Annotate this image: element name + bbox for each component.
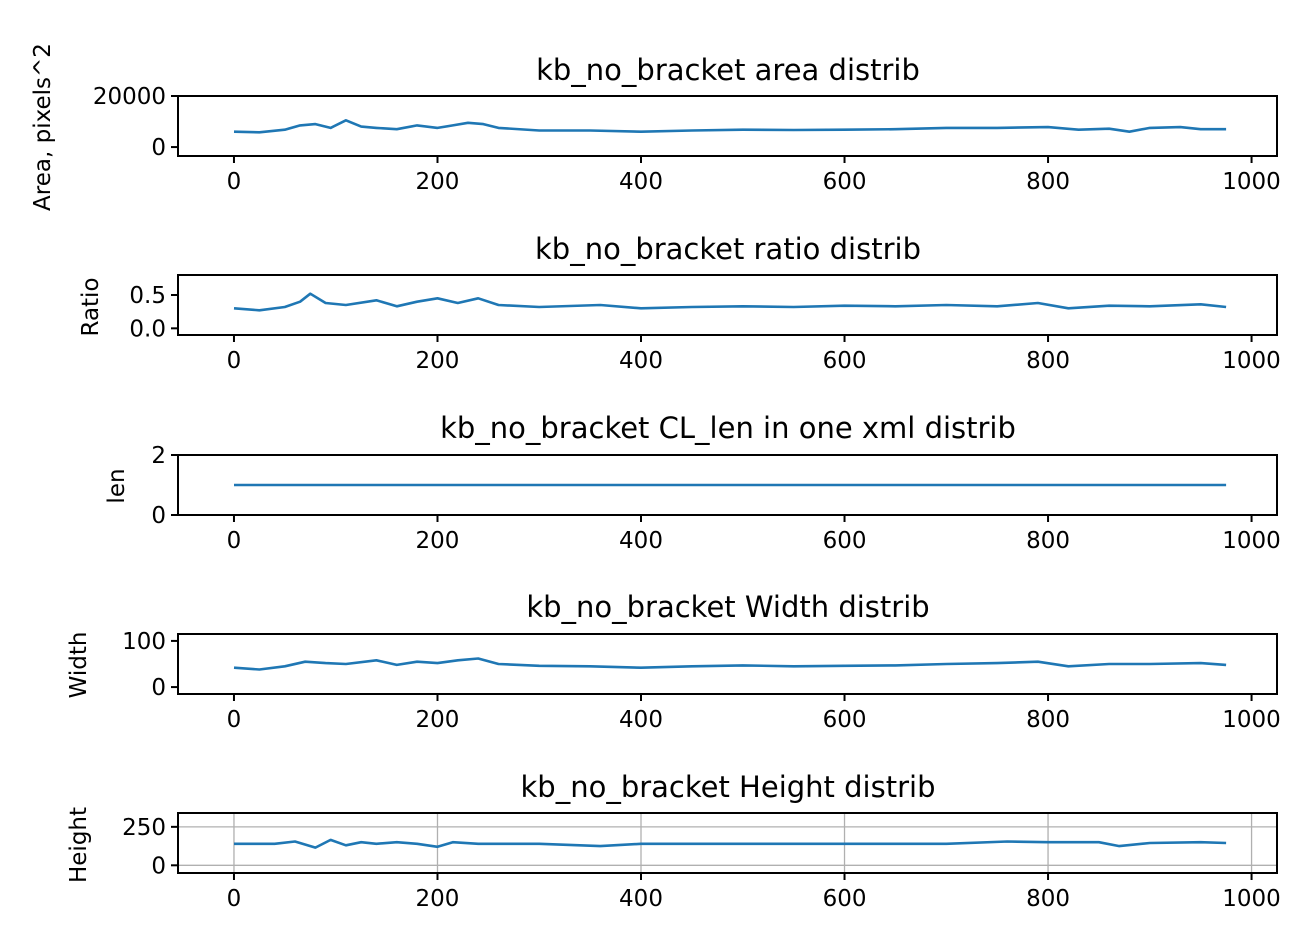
ratio-series-line <box>233 292 1227 312</box>
area-ytick-label-0: 0 <box>151 135 166 161</box>
area-xtick-label-4: 800 <box>1026 169 1070 195</box>
height-axes-frame <box>177 812 1278 874</box>
cl-len-subplot-title: kb_no_bracket CL_len in one xml distrib <box>440 411 1016 445</box>
width-xtick-label-2: 400 <box>619 707 663 733</box>
ratio-axes-frame <box>177 274 1278 336</box>
cl-len-ytick-label-1: 2 <box>151 443 166 469</box>
height-xtick-label-1: 200 <box>416 886 460 912</box>
cl-len-axes-frame <box>177 454 1278 516</box>
width-subplot-ylabel: Width <box>66 632 92 699</box>
width-subplot: kb_no_bracket Width distrib Width 0 200 40… <box>66 590 1281 733</box>
area-ytick-label-1: 20000 <box>93 84 166 110</box>
width-xtick-label-3: 600 <box>823 707 867 733</box>
area-xtick-label-3: 600 <box>823 169 867 195</box>
ratio-xtick-label-3: 600 <box>823 348 867 374</box>
ratio-subplot-title: kb_no_bracket ratio distrib <box>535 232 921 266</box>
height-subplot: kb_no_bracket Height distrib Height 0 200… <box>66 770 1281 912</box>
ratio-ytick-label-0: 0.0 <box>129 316 166 342</box>
cl-len-xtick-label-5: 1000 <box>1222 528 1281 554</box>
width-ytick-label-1: 100 <box>122 629 166 655</box>
area-xtick-label-2: 400 <box>619 169 663 195</box>
ratio-xtick-label-2: 400 <box>619 348 663 374</box>
height-xtick-label-3: 600 <box>823 886 867 912</box>
height-ytick-label-1: 250 <box>122 815 166 841</box>
width-axes-frame <box>177 633 1278 695</box>
width-ytick-label-0: 0 <box>151 675 166 701</box>
width-series-line <box>233 657 1227 671</box>
height-subplot-title: kb_no_bracket Height distrib <box>521 770 936 804</box>
ratio-subplot: kb_no_bracket ratio distrib Ratio 0 200 40… <box>78 232 1281 374</box>
cl-len-xtick-label-1: 200 <box>416 528 460 554</box>
cl-len-ytick-label-0: 0 <box>151 503 166 529</box>
ratio-xtick-label-4: 800 <box>1026 348 1070 374</box>
height-ytick-label-0: 0 <box>151 853 166 879</box>
cl-len-xtick-label-4: 800 <box>1026 528 1070 554</box>
area-axes-frame <box>177 95 1278 157</box>
ratio-ytick-label-1: 0.5 <box>129 283 166 309</box>
ratio-xtick-label-5: 1000 <box>1222 348 1281 374</box>
height-series-line <box>234 838 1227 849</box>
height-xtick-label-4: 800 <box>1026 886 1070 912</box>
width-xtick-label-5: 1000 <box>1222 707 1281 733</box>
cl-len-xtick-label-3: 600 <box>823 528 867 554</box>
width-xtick-label-0: 0 <box>227 707 242 733</box>
area-series-line <box>233 119 1227 134</box>
area-subplot: kb_no_bracket area distrib Area, pixels^… <box>30 43 1281 211</box>
cl-len-xtick-label-2: 400 <box>619 528 663 554</box>
area-subplot-ylabel: Area, pixels^2 <box>30 43 56 211</box>
ratio-subplot-ylabel: Ratio <box>78 277 104 336</box>
cl-len-subplot: kb_no_bracket CL_len in one xml distrib … <box>104 411 1281 554</box>
ratio-xtick-label-0: 0 <box>227 348 242 374</box>
width-xtick-label-1: 200 <box>416 707 460 733</box>
ratio-xtick-label-1: 200 <box>416 348 460 374</box>
area-xtick-label-5: 1000 <box>1222 169 1281 195</box>
area-xtick-label-0: 0 <box>227 169 242 195</box>
cl-len-xtick-label-0: 0 <box>227 528 242 554</box>
width-xtick-label-4: 800 <box>1026 707 1070 733</box>
height-xtick-label-2: 400 <box>619 886 663 912</box>
height-xtick-label-0: 0 <box>227 886 242 912</box>
cl-len-subplot-ylabel: len <box>104 468 130 503</box>
height-subplot-ylabel: Height <box>66 807 92 883</box>
height-xtick-label-5: 1000 <box>1222 886 1281 912</box>
area-xtick-label-1: 200 <box>416 169 460 195</box>
area-subplot-title: kb_no_bracket area distrib <box>536 53 920 87</box>
width-subplot-title: kb_no_bracket Width distrib <box>526 590 929 624</box>
